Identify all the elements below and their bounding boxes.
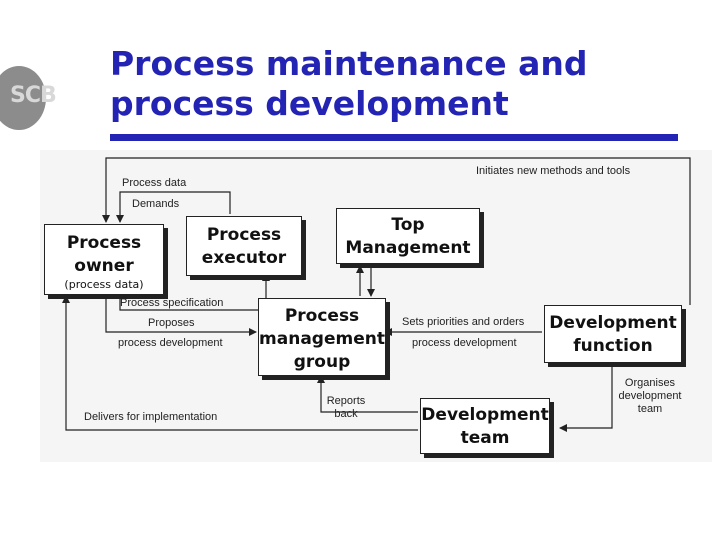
top-management-label: Top Management — [345, 215, 471, 258]
label-organises-line-3: team — [637, 403, 663, 415]
arrow-demands — [116, 191, 231, 223]
label-process-development-right: process development — [412, 337, 517, 349]
diagram-connectors — [62, 157, 691, 432]
process-diagram: Process owner (process data) Process exe… — [40, 150, 712, 462]
label-process-data: Process data — [122, 177, 187, 189]
arrow-process-spec — [119, 273, 270, 311]
arrow-delivers — [62, 295, 418, 431]
arrow-organises — [559, 363, 613, 432]
scb-logo-text: SCB — [10, 83, 57, 108]
arrow-reports-back — [317, 375, 418, 413]
development-team-box: Development team — [420, 398, 550, 454]
title-line-1: Process maintenance and — [110, 44, 588, 83]
title-line-2: process development — [110, 84, 509, 123]
process-management-group-box: Process management group — [258, 298, 386, 376]
arrow-initiates — [102, 157, 691, 305]
label-reports-back-line-2: back — [334, 408, 358, 420]
label-organises: Organises development team — [616, 377, 684, 416]
page-title: Process maintenance and process developm… — [110, 44, 690, 124]
label-process-specification: Process specification — [120, 297, 224, 309]
label-demands: Demands — [132, 198, 180, 210]
label-organises-line-2: development — [618, 390, 682, 402]
title-underline — [110, 134, 678, 141]
process-executor-box: Process executor — [186, 216, 302, 276]
label-process-development-left: process development — [118, 337, 223, 349]
process-executor-label: Process executor — [201, 225, 287, 268]
arrow-proposes — [105, 294, 257, 336]
label-organises-line-1: Organises — [624, 377, 676, 389]
process-management-group-label: Process management group — [259, 306, 385, 372]
label-reports-back: Reports back — [324, 395, 368, 421]
label-reports-back-line-1: Reports — [326, 395, 366, 407]
process-owner-box: Process owner (process data) — [44, 224, 164, 295]
development-function-box: Development function — [544, 305, 682, 363]
label-delivers: Delivers for implementation — [84, 411, 218, 423]
development-function-label: Development function — [549, 313, 677, 356]
label-sets-priorities: Sets priorities and orders — [402, 316, 525, 328]
top-management-box: Top Management — [336, 208, 480, 264]
scb-logo — [0, 66, 46, 130]
label-initiates: Initiates new methods and tools — [476, 165, 631, 177]
label-proposes: Proposes — [148, 317, 195, 329]
process-owner-sublabel: (process data) — [64, 278, 144, 291]
process-owner-label: Process owner — [66, 233, 142, 276]
development-team-label: Development team — [421, 405, 549, 448]
